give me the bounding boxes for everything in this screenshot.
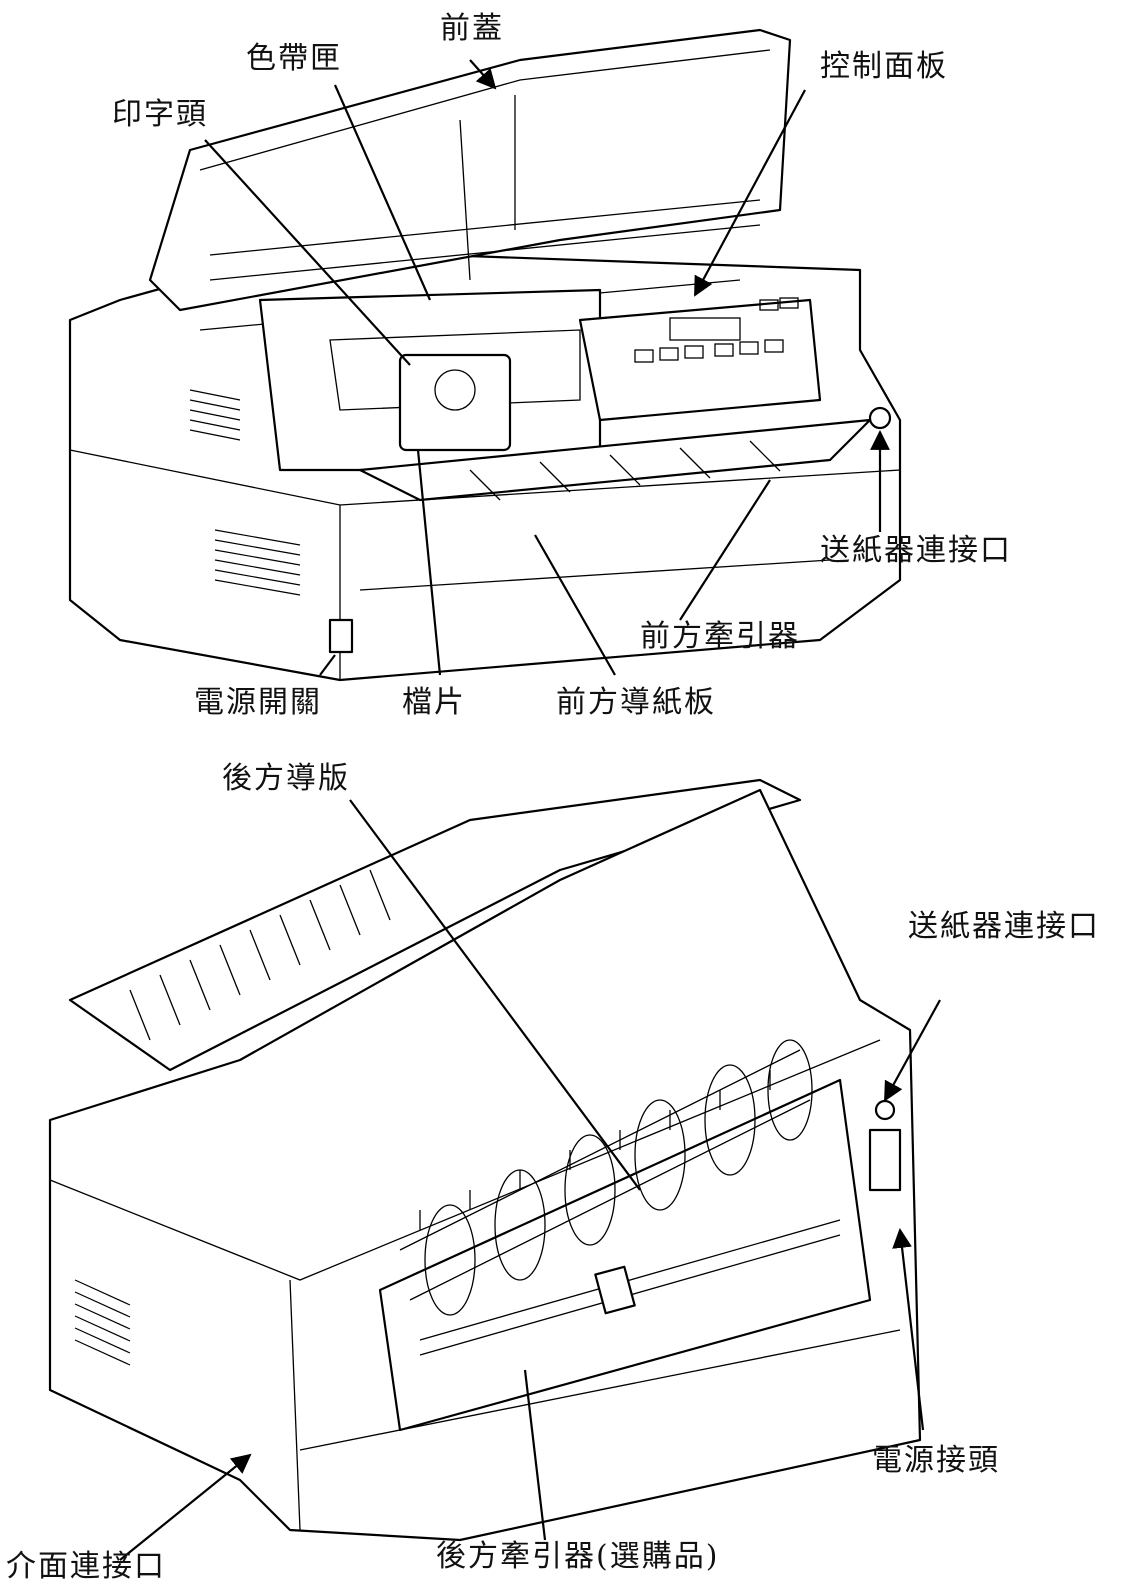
- label-front-tractor: 前方牽引器: [640, 619, 800, 654]
- leader-front-cover: [469, 59, 497, 90]
- leader-front-paper-guide: [534, 534, 616, 676]
- label-power-inlet: 電源接頭: [872, 1443, 1000, 1478]
- label-front-paper-guide: 前方導紙板: [556, 685, 716, 720]
- leader-sheet-feeder-rear: [884, 999, 941, 1102]
- label-control-panel: 控制面板: [820, 49, 948, 84]
- label-sheet-feeder-front: 送紙器連接口: [820, 533, 1012, 568]
- leader-rear-guide: [349, 799, 641, 1191]
- label-paper-guide-flap: 檔片: [402, 685, 466, 720]
- label-print-head: 印字頭: [112, 97, 208, 132]
- front-printer-illustration: [68, 28, 902, 682]
- label-sheet-feeder-rear: 送紙器連接口: [908, 909, 1100, 944]
- label-front-cover: 前蓋: [440, 11, 504, 46]
- leader-power-switch: [319, 654, 336, 676]
- leader-ribbon-cassette: [333, 84, 432, 301]
- label-rear-guide-plate: 後方導版: [222, 761, 350, 796]
- leader-paper-flap: [416, 449, 442, 676]
- label-rear-tractor-option: 後方牽引器(選購品): [436, 1539, 720, 1574]
- label-interface-connector: 介面連接口: [6, 1549, 166, 1584]
- rear-printer-illustration: [48, 778, 922, 1542]
- leader-print-head: [204, 139, 411, 366]
- leader-power-inlet: [892, 1228, 925, 1431]
- label-ribbon-cassette: 色帶匣: [246, 41, 342, 76]
- leader-interface: [119, 1453, 252, 1561]
- leader-front-tractor: [679, 479, 771, 621]
- label-power-switch: 電源開關: [194, 685, 322, 720]
- leader-lines: [119, 59, 941, 1561]
- leader-control-panel: [694, 89, 806, 297]
- leader-rear-tractor: [523, 1369, 547, 1541]
